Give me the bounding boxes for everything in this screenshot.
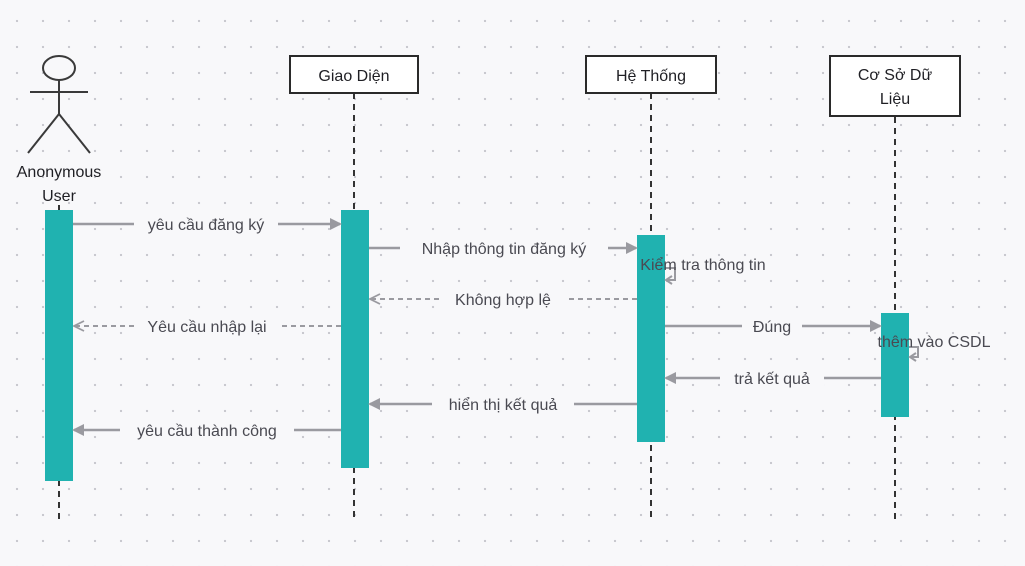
actor-name-line1: Anonymous (17, 164, 102, 181)
activation-actor (45, 210, 73, 481)
participant-box-ui[interactable] (289, 55, 419, 94)
participant-system-label: Hệ Thống (616, 68, 686, 85)
participant-db-label-line2: Liệu (880, 91, 910, 108)
message-label-6: trả kết quả (734, 371, 810, 388)
self-message-arrow-system (665, 267, 676, 281)
message-label-2: Nhập thông tin đăng ký (422, 241, 587, 258)
participant-ui-label: Giao Diện (318, 68, 389, 85)
message-label-8: yêu cầu thành công (137, 423, 277, 440)
actor-figure (27, 55, 91, 154)
participant-box-db[interactable] (829, 55, 961, 117)
self-message-label-system: Kiểm tra thông tin (640, 256, 765, 274)
activation-ui (341, 210, 369, 468)
message-label-3: Không hợp lệ (455, 292, 551, 309)
self-message-label-db: thêm vào CSDL (878, 334, 991, 351)
activation-db (881, 313, 909, 417)
message-label-5: Đúng (753, 319, 791, 336)
message-label-4: Yêu cầu nhập lại (147, 319, 266, 336)
message-label-7: hiển thị kết quả (449, 396, 558, 414)
message-label-1: yêu cầu đăng ký (148, 217, 265, 234)
self-message-arrow-db (909, 346, 919, 358)
participant-db-label-line1: Cơ Sở Dữ (858, 67, 933, 84)
activation-system (637, 235, 665, 442)
actor-name-line2: User (42, 188, 76, 205)
participant-box-system[interactable] (585, 55, 717, 94)
